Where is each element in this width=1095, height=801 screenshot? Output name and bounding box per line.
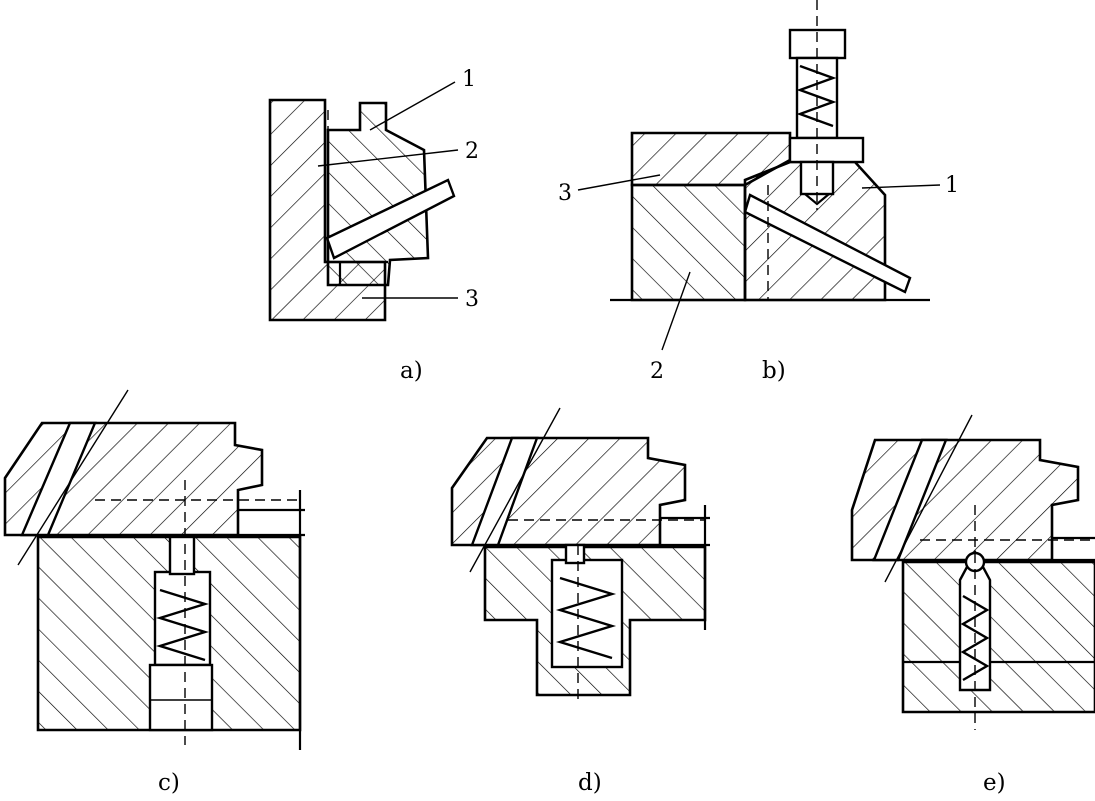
panel-a-inclined-pin [325, 178, 456, 260]
panel-e: e) [850, 414, 1095, 796]
panel-b-callout-2: 2 [650, 359, 664, 384]
panel-b-base-block [630, 183, 747, 302]
panel-d-caption: d) [578, 770, 602, 796]
panel-d-inclined-pin [470, 436, 539, 547]
panel-a-slider [326, 101, 430, 287]
panel-b-callout-3: 3 [558, 181, 572, 206]
panel-e-base-block [901, 560, 1095, 714]
panel-b: 3 1 2 b) [558, 0, 959, 384]
panel-c-caption: c) [158, 770, 180, 796]
panel-e-caption: e) [983, 770, 1006, 796]
panel-a-caption: a) [400, 358, 423, 384]
panel-a: 1 2 3 a) [268, 67, 479, 384]
panel-b-callout-1: 1 [945, 173, 959, 198]
panel-a-callout-1: 1 [462, 67, 476, 92]
panel-b-inclined-pin [743, 193, 912, 294]
panel-c: c) [3, 389, 305, 796]
panel-c-inclined-pin [20, 421, 97, 537]
panel-b-caption: b) [762, 358, 786, 384]
panel-d: d) [450, 407, 710, 796]
panel-e-inclined-pin [872, 438, 948, 562]
panel-a-callout-3: 3 [465, 287, 479, 312]
panel-a-callout-2: 2 [465, 139, 479, 164]
